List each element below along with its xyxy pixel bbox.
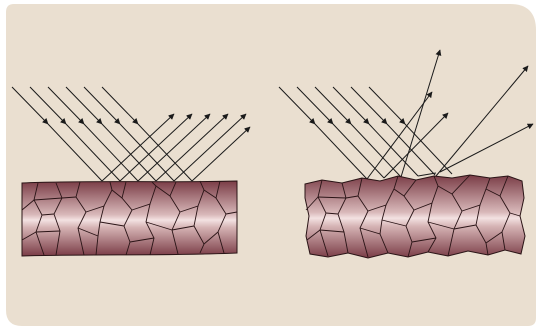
card-background bbox=[6, 4, 536, 326]
rough-fiber bbox=[305, 175, 525, 258]
smooth-fiber bbox=[22, 181, 237, 256]
